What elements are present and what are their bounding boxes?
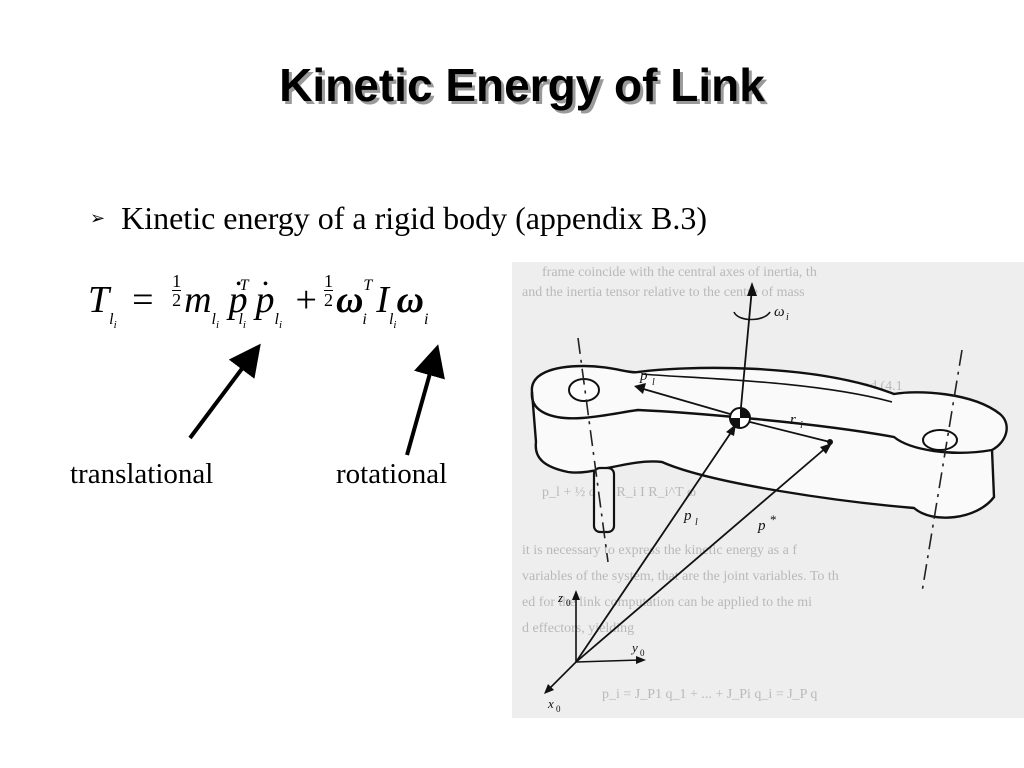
svg-text:p: p xyxy=(757,518,766,534)
rotational-arrow xyxy=(405,344,445,456)
eq-mass: m xyxy=(184,279,212,321)
slide-title: Kinetic Energy of Link xyxy=(279,59,765,111)
svg-text:p_l + ½ ω^T R_i I R_i^T ω: p_l + ½ ω^T R_i I R_i^T ω xyxy=(542,485,696,500)
svg-text:it is necessary to express the: it is necessary to express the kinetic e… xyxy=(522,543,797,558)
eq-omega-1: ω xyxy=(335,279,364,321)
svg-text:l: l xyxy=(695,517,698,528)
eq-lhs: T xyxy=(88,279,110,321)
eq-inertia: I xyxy=(376,279,389,321)
svg-text:frame coincide with the centra: frame coincide with the central axes of … xyxy=(542,265,817,280)
svg-text:r: r xyxy=(790,412,796,428)
pin-left xyxy=(592,466,616,534)
svg-text:y: y xyxy=(630,640,638,655)
svg-text:l: l xyxy=(652,377,655,388)
bullet-item: ➢ Kinetic energy of a rigid body (appendi… xyxy=(90,200,707,237)
bullet-text: Kinetic energy of a rigid body (appendix… xyxy=(121,200,708,236)
translational-arrow xyxy=(188,343,261,440)
eq-omega-2: ω xyxy=(396,279,424,321)
label-translational: translational xyxy=(70,458,214,490)
hole-right xyxy=(922,429,958,451)
svg-text:p: p xyxy=(683,508,692,524)
bullet-arrow-icon: ➢ xyxy=(90,208,106,229)
svg-text:variables of the system, that: variables of the system, that are the jo… xyxy=(522,569,839,584)
svg-text:p: p xyxy=(639,368,648,384)
svg-text:0: 0 xyxy=(640,648,645,658)
svg-text:ω: ω xyxy=(774,304,785,320)
svg-text:z: z xyxy=(557,590,563,605)
eq-equals: = xyxy=(132,279,154,321)
eq-plus: + xyxy=(295,279,317,321)
link-body xyxy=(530,364,1008,519)
eq-pdot-2: p xyxy=(255,256,274,322)
label-rotational: rotational xyxy=(336,458,448,490)
svg-text:d effectors, yielding: d effectors, yielding xyxy=(522,621,634,636)
eq-pdot-1: p xyxy=(229,256,248,322)
link-diagram: frame coincide with the central axes of … xyxy=(522,265,1008,714)
svg-text:0: 0 xyxy=(556,704,561,714)
svg-text:p_i = J_P1 q_1 + ... + J_Pi q_: p_i = J_P1 q_1 + ... + J_Pi q_i = J_P q xyxy=(602,687,817,702)
svg-text:ed for the link computation ca: ed for the link computation can be appli… xyxy=(522,595,812,610)
svg-text:x: x xyxy=(547,696,554,711)
svg-text:*: * xyxy=(770,512,777,527)
link-figure: frame coincide with the central axes of … xyxy=(512,262,1024,718)
svg-text:and the inertia tensor relativ: and the inertia tensor relative to the c… xyxy=(522,285,805,300)
svg-text:0: 0 xyxy=(566,598,571,608)
svg-text:i: i xyxy=(786,312,789,323)
eq-lhs-sub: li xyxy=(109,311,117,331)
svg-text:i: i xyxy=(800,420,803,431)
